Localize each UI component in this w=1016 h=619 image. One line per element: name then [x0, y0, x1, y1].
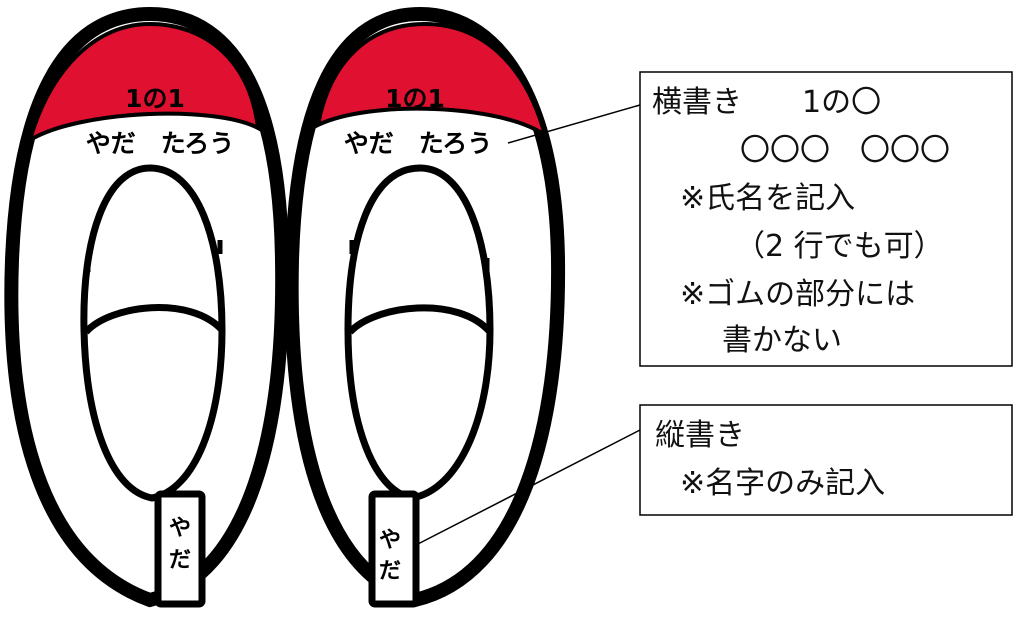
left-shoe-class-label: 1の1	[125, 84, 185, 113]
left-shoe-strap-char-1: や	[169, 516, 191, 541]
left-shoe-strap-char-2: だ	[169, 548, 191, 573]
callout-horizontal-line-3: ※氏名を記入	[680, 181, 855, 216]
callout-horizontal-line-5: ※ゴムの部分には	[680, 277, 915, 312]
right-shoe-opening	[344, 164, 494, 502]
right-shoe: 1の1 やだ たろう や だ	[284, 6, 566, 608]
right-shoe-toe-cap	[315, 21, 549, 140]
callout-vertical-line-2: ※名字のみ記入	[680, 466, 885, 501]
callout-vertical-writing: 縦書き ※名字のみ記入	[639, 404, 1013, 516]
leader-line-horizontal	[507, 104, 641, 144]
callout-horizontal-line-6: 書かない	[722, 323, 842, 358]
right-shoe-elastic-band	[347, 304, 493, 335]
callout-vertical-line-1: 縦書き	[655, 418, 745, 453]
left-shoe-heel-strap	[154, 490, 206, 608]
right-shoe-class-label: 1の1	[385, 84, 445, 113]
right-shoe-heel-strap	[368, 490, 420, 608]
left-shoe-opening	[80, 164, 226, 502]
left-shoe-name-label: やだ たろう	[86, 129, 235, 158]
left-shoe: 1の1 やだ たろう や だ	[4, 6, 290, 608]
callout-horizontal-writing: 横書き 1の〇 〇〇〇 〇〇〇 ※氏名を記入 （2 行でも可） ※ゴムの部分には…	[639, 71, 1013, 367]
left-shoe-toe-cap	[26, 21, 261, 145]
left-shoe-elastic-band	[83, 304, 225, 335]
callout-horizontal-line-2: 〇〇〇 〇〇〇	[740, 133, 950, 168]
right-shoe-strap-char-2: だ	[379, 559, 401, 584]
leader-line-vertical	[415, 429, 641, 546]
callout-horizontal-box	[639, 71, 1013, 367]
right-shoe-strap-char-1: や	[379, 528, 401, 553]
callout-horizontal-line-1: 横書き 1の〇	[652, 85, 881, 120]
callout-vertical-box	[639, 404, 1013, 516]
right-shoe-name-label: やだ たろう	[344, 129, 493, 158]
callout-horizontal-line-4: （2 行でも可）	[735, 229, 944, 264]
